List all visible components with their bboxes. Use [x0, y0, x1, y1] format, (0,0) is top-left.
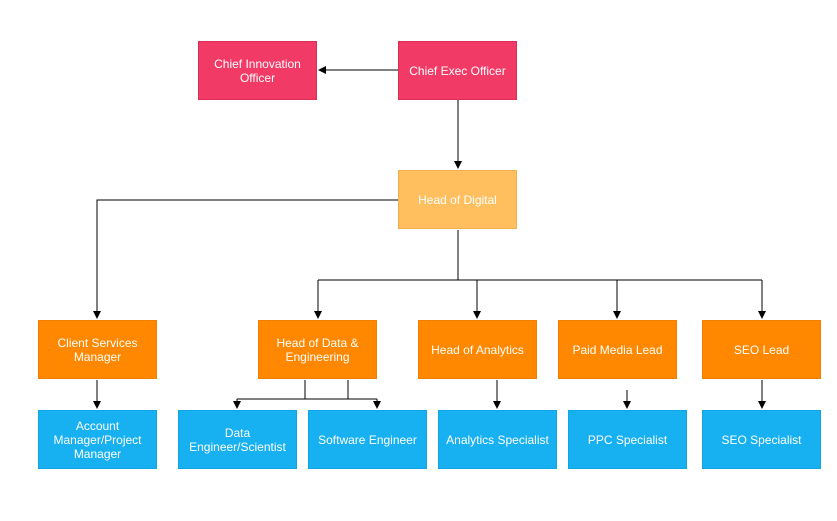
- node-chief-exec-officer[interactable]: Chief Exec Officer: [398, 41, 517, 100]
- node-label: Head of Analytics: [431, 342, 524, 357]
- node-paid-media-lead[interactable]: Paid Media Lead: [558, 320, 677, 379]
- node-data-engineer-scientist[interactable]: Data Engineer/Scientist: [178, 410, 297, 469]
- node-label: PPC Specialist: [587, 432, 668, 447]
- node-account-project-manager[interactable]: Account Manager/Project Manager: [38, 410, 157, 469]
- node-label: Head of Digital: [418, 192, 497, 207]
- node-head-of-digital[interactable]: Head of Digital: [398, 170, 517, 229]
- node-label: Software Engineer: [318, 432, 417, 447]
- node-seo-lead[interactable]: SEO Lead: [702, 320, 821, 379]
- node-head-of-analytics[interactable]: Head of Analytics: [418, 320, 537, 379]
- node-label: Paid Media Lead: [572, 342, 663, 357]
- node-ppc-specialist[interactable]: PPC Specialist: [568, 410, 687, 469]
- node-chief-innovation-officer[interactable]: Chief Innovation Officer: [198, 41, 317, 100]
- node-head-of-data-engineering[interactable]: Head of Data & Engineering: [258, 320, 377, 379]
- node-label: SEO Specialist: [721, 432, 802, 447]
- edge-digital-client-services: [93, 199, 398, 319]
- node-label: Chief Innovation Officer: [214, 56, 301, 85]
- node-analytics-specialist[interactable]: Analytics Specialist: [438, 410, 557, 469]
- node-label: Client Services Manager: [57, 335, 138, 364]
- node-label: Head of Data & Engineering: [276, 335, 359, 364]
- node-label: Account Manager/Project Manager: [53, 418, 142, 461]
- node-client-services-manager[interactable]: Client Services Manager: [38, 320, 157, 379]
- node-seo-specialist[interactable]: SEO Specialist: [702, 410, 821, 469]
- node-label: Data Engineer/Scientist: [189, 425, 286, 454]
- node-label: Analytics Specialist: [446, 432, 549, 447]
- node-label: SEO Lead: [733, 342, 790, 357]
- node-software-engineer[interactable]: Software Engineer: [308, 410, 427, 469]
- node-label: Chief Exec Officer: [409, 63, 506, 78]
